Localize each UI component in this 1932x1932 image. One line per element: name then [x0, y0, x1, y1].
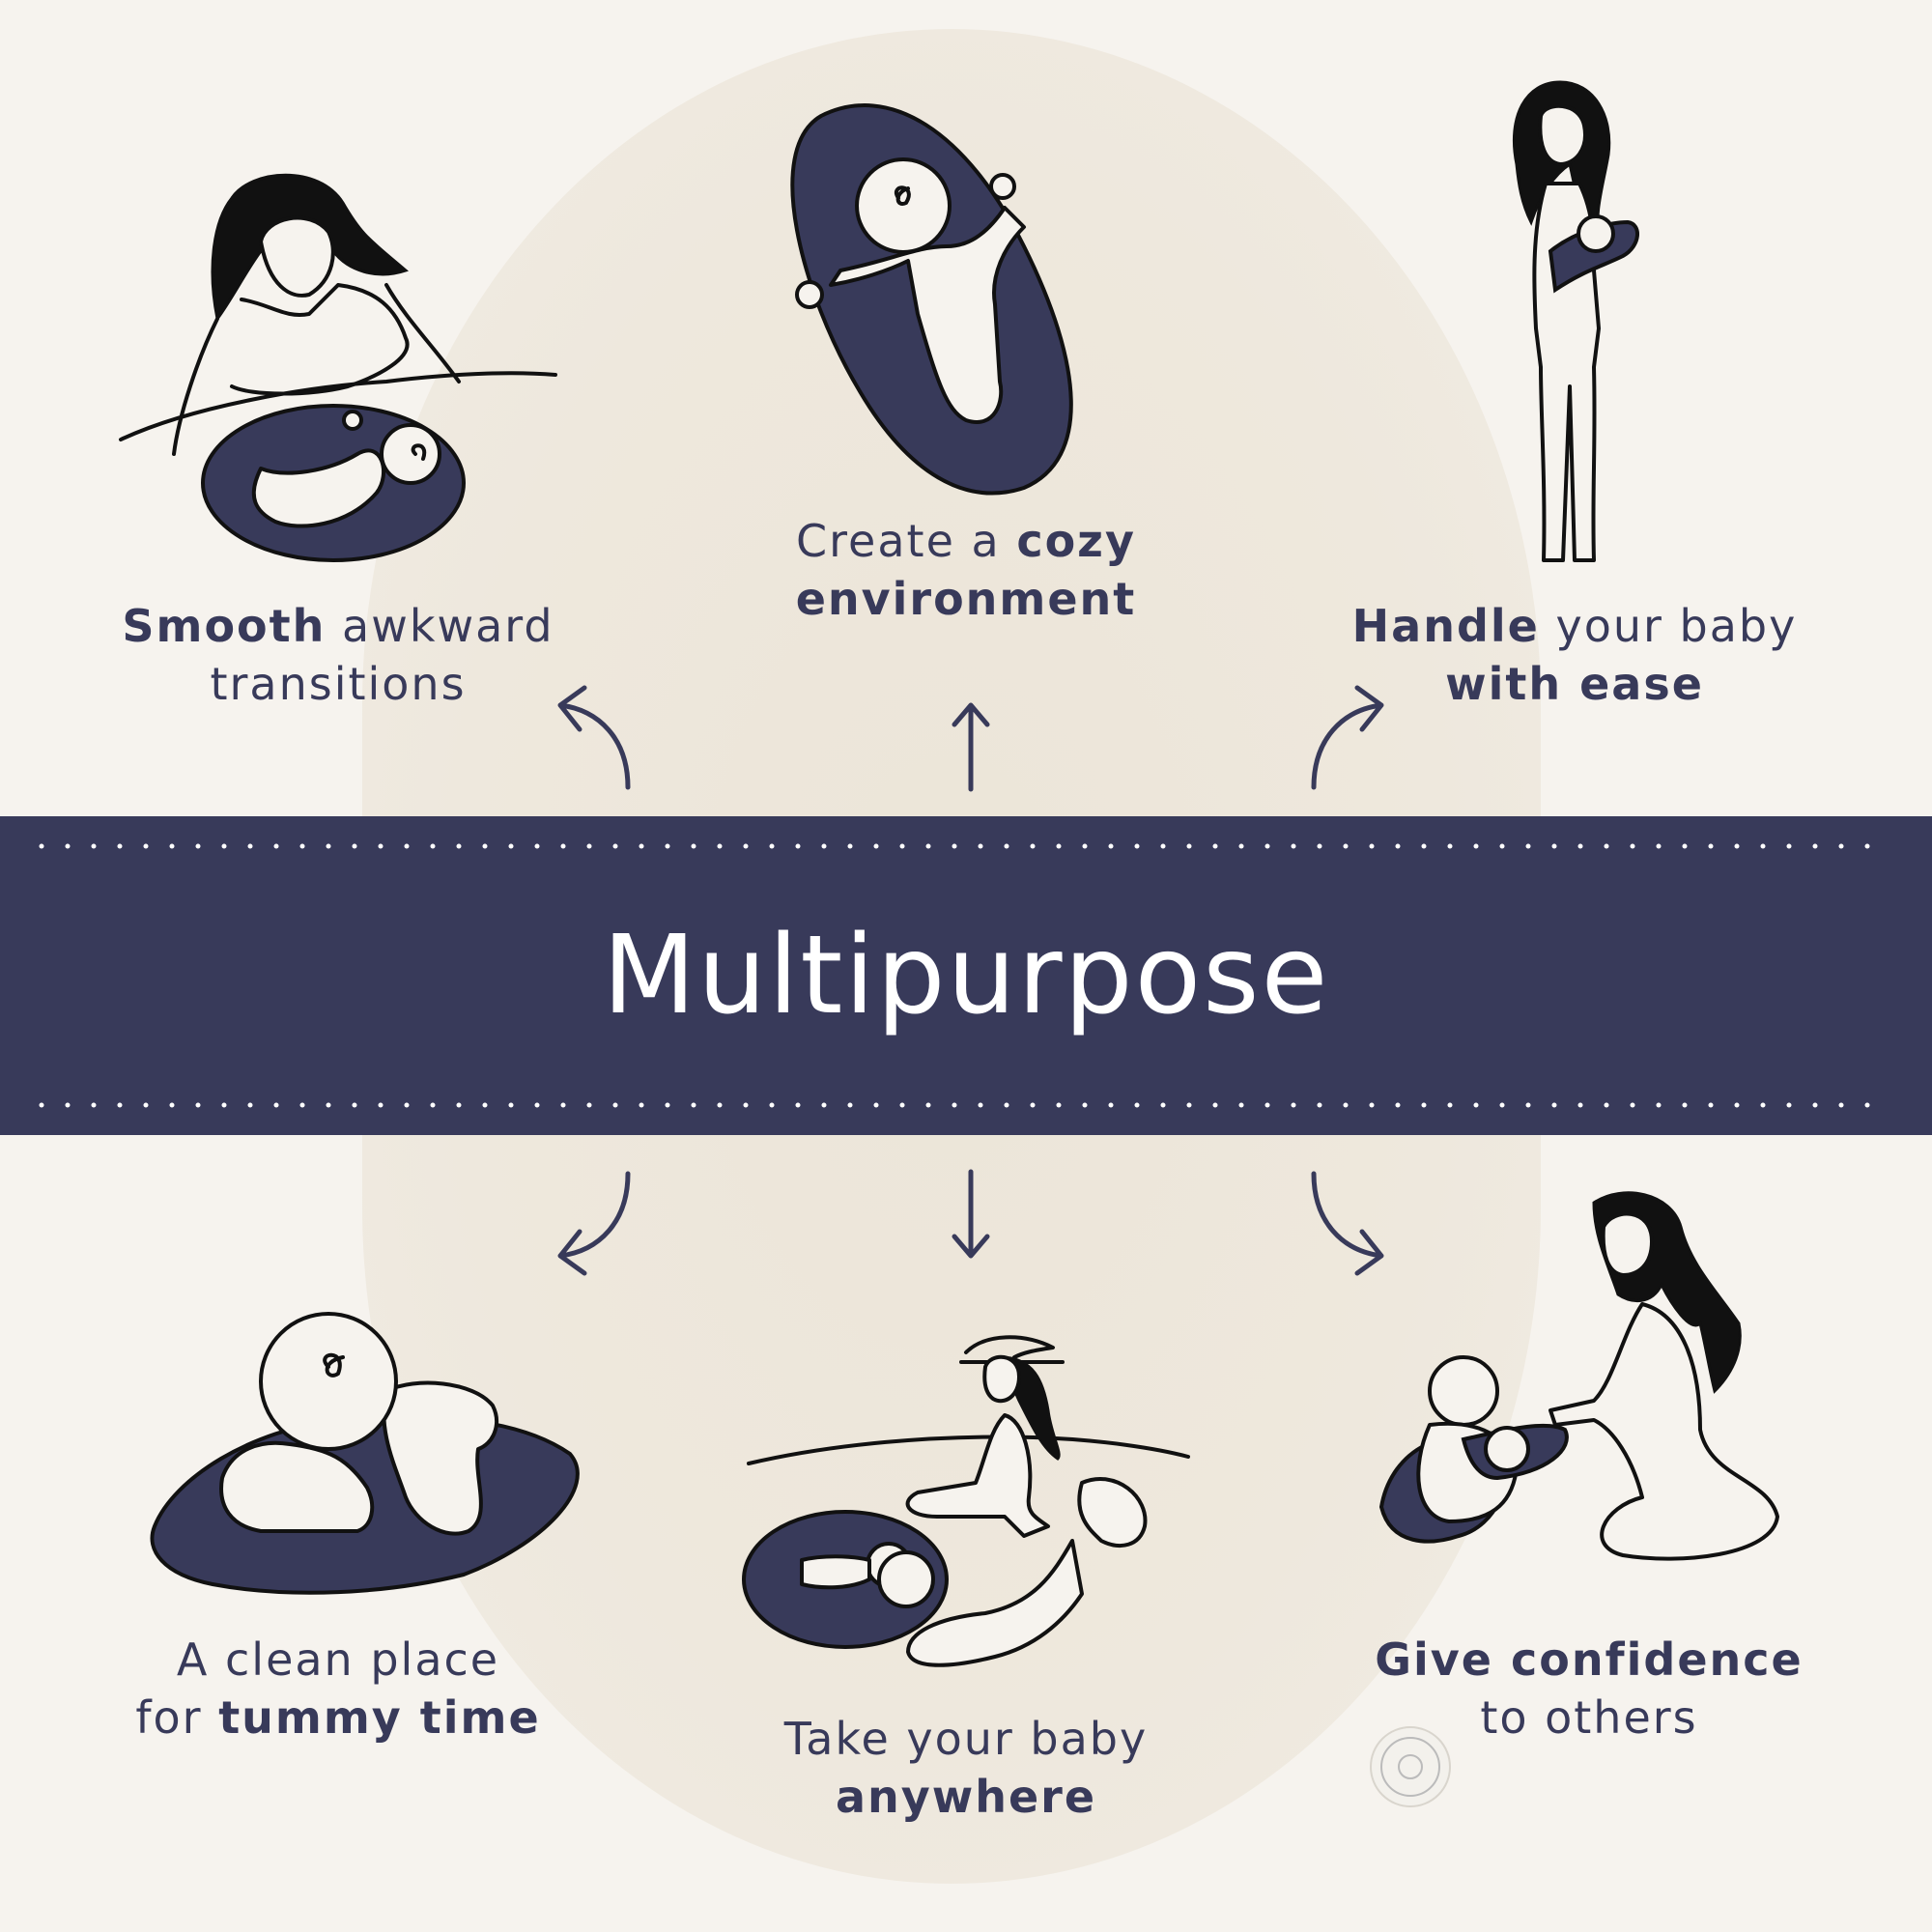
picnic-illustration	[742, 1323, 1198, 1700]
banner-dotted-line-bottom	[39, 1102, 1893, 1108]
tummy-time-illustration	[145, 1285, 589, 1595]
anywhere-bold2: anywhere	[835, 1771, 1097, 1823]
cozy-bold2: environment	[795, 573, 1137, 625]
arrow-icon-down-left	[546, 1169, 633, 1276]
feature-label-tummy: A clean place for tummy time	[77, 1631, 599, 1747]
banner-title: Multipurpose	[602, 913, 1330, 1038]
feature-label-confidence: Give confidence to others	[1323, 1631, 1855, 1747]
feature-label-cozy: Create a cozy environment	[705, 512, 1227, 628]
handle-rest1: your baby	[1539, 600, 1798, 652]
handle-bold2: with ease	[1445, 658, 1704, 710]
smooth-rest: awkward	[326, 600, 554, 652]
cozy-line1: Create a	[796, 515, 1017, 567]
arrow-icon-up-right	[1309, 685, 1396, 792]
arrow-icon-up-left	[546, 685, 633, 792]
anywhere-line1: Take your baby	[783, 1713, 1149, 1765]
arrow-icon-down-right	[1309, 1169, 1396, 1276]
cozy-lounger-illustration	[773, 92, 1101, 507]
smooth-bold: Smooth	[122, 600, 327, 652]
tummy-bold2: tummy time	[218, 1691, 541, 1744]
nursing-illustration	[116, 164, 560, 580]
confidence-bold1: Give confidence	[1375, 1634, 1804, 1686]
tummy-line1: A clean place	[176, 1634, 500, 1686]
confidence-line2: to others	[1480, 1691, 1698, 1744]
tummy-pre2: for	[135, 1691, 219, 1744]
feature-label-anywhere: Take your baby anywhere	[705, 1710, 1227, 1826]
feature-label-handle: Handle your baby with ease	[1304, 597, 1845, 713]
handle-bold1: Handle	[1351, 600, 1540, 652]
holding-baby-illustration	[1488, 77, 1662, 589]
banner-dotted-line-top	[39, 843, 1893, 849]
arrow-icon-up	[952, 700, 990, 792]
smooth-line2: transitions	[210, 658, 467, 710]
multipurpose-banner: Multipurpose	[0, 816, 1932, 1135]
cozy-bold1: cozy	[1016, 515, 1136, 567]
feature-label-smooth: Smooth awkward transitions	[77, 597, 599, 713]
brand-tag-logo	[1370, 1726, 1451, 1807]
arrow-icon-down	[952, 1169, 990, 1261]
sibling-illustration	[1372, 1188, 1797, 1594]
